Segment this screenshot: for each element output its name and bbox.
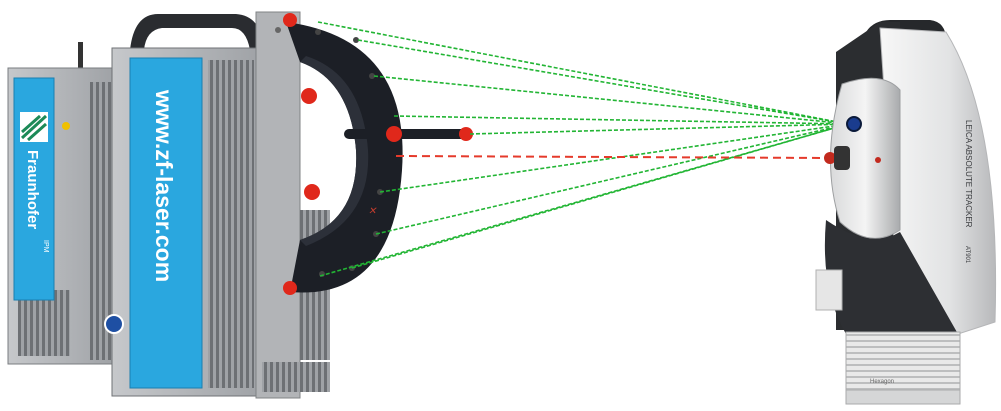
tracker-model-badge: AT901 — [964, 246, 970, 264]
tracker-side-label: LEICA ABSOLUTE TRACKER — [964, 120, 973, 228]
scanner-handle — [130, 14, 264, 50]
probe-rod — [344, 129, 468, 139]
tracker-lens — [846, 116, 862, 132]
antenna — [78, 42, 83, 72]
zf-logo-icon — [104, 314, 124, 334]
laser-scanner: Fraunhofer IPM www.zf-laser.com — [7, 11, 473, 399]
mounting-plate — [255, 11, 301, 399]
right-blue-panel — [129, 57, 203, 389]
red-target-1 — [283, 13, 297, 27]
green-beam-5 — [469, 123, 849, 135]
laser-tracker: LEICA ABSOLUTE TRACKER AT901 Hexagon — [815, 20, 997, 405]
green-beam-1 — [317, 21, 849, 125]
rod-target-right — [459, 127, 473, 141]
green-beam-2 — [357, 39, 849, 125]
fraunhofer-label: Fraunhofer — [24, 150, 41, 229]
laser-beams — [317, 21, 849, 277]
green-beam-3 — [373, 75, 849, 125]
red-target-4 — [283, 281, 297, 295]
zf-url-label: www.zf-laser.com — [151, 89, 177, 282]
green-beam-9 — [319, 123, 849, 277]
tracker-head — [830, 77, 901, 239]
target-fixture — [286, 22, 403, 293]
green-beam-4 — [393, 115, 849, 125]
red-beam — [395, 155, 831, 159]
left-fin-block — [18, 290, 70, 356]
leica-logo-icon: ✕ — [368, 206, 377, 217]
fraunhofer-sub-label: IPM — [42, 240, 49, 253]
tracker-bottom-label: Hexagon — [870, 379, 894, 385]
red-target-2 — [301, 88, 317, 104]
tracker-base — [845, 331, 961, 395]
green-beam-6 — [379, 123, 849, 193]
red-target-3 — [304, 184, 320, 200]
green-beam-7 — [375, 123, 849, 235]
right-fin-column — [208, 60, 254, 388]
rod-target-left — [386, 126, 402, 142]
